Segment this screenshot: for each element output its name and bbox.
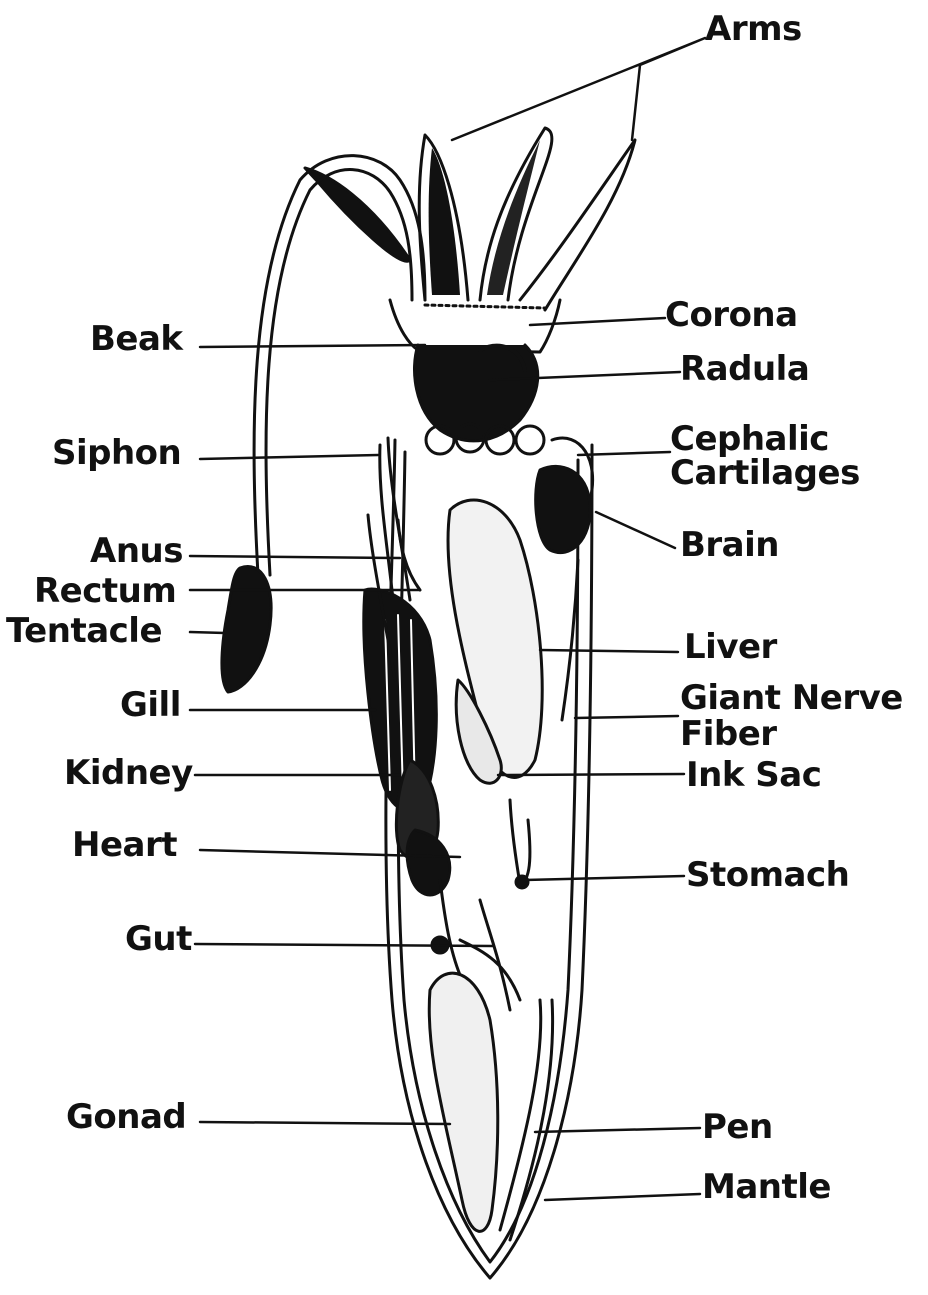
- label-kidney: Kidney: [64, 756, 193, 790]
- pen-2: [510, 1000, 553, 1240]
- leader-arms: [452, 38, 705, 140]
- label-arms: Arms: [705, 12, 802, 46]
- stomach-node: [516, 876, 528, 888]
- leader-corona: [530, 318, 665, 325]
- leader-siphon: [200, 455, 378, 459]
- leader-beak: [200, 345, 425, 347]
- label-cephalic-cartilages: Cephalic Cartilages: [670, 422, 860, 490]
- label-gonad: Gonad: [66, 1100, 186, 1134]
- label-heart: Heart: [72, 828, 177, 862]
- pen: [500, 1000, 541, 1230]
- leader-mantle: [545, 1194, 700, 1200]
- label-beak: Beak: [90, 322, 183, 356]
- label-anus: Anus: [90, 534, 183, 568]
- leader-brain: [596, 512, 675, 548]
- corona-band: [425, 305, 545, 308]
- label-giant-nerve-fiber: Giant Nerve Fiber: [680, 680, 903, 752]
- leader-ink-sac: [498, 774, 684, 775]
- label-siphon: Siphon: [52, 436, 181, 470]
- arm-right: [520, 140, 635, 310]
- label-tentacle: Tentacle: [6, 614, 162, 648]
- label-gut: Gut: [125, 922, 192, 956]
- leader-anus: [190, 556, 400, 558]
- heart: [407, 830, 450, 895]
- label-brain: Brain: [680, 528, 779, 562]
- brain-mass: [536, 466, 590, 552]
- label-liver: Liver: [684, 630, 777, 664]
- label-cephalic-line1: Cephalic: [670, 422, 860, 456]
- stomach: [510, 800, 530, 885]
- label-pen: Pen: [702, 1110, 773, 1144]
- label-cephalic-line2: Cartilages: [670, 456, 860, 490]
- label-mantle: Mantle: [702, 1170, 831, 1204]
- tentacle-club: [222, 567, 271, 692]
- leader-stomach: [525, 876, 684, 880]
- arm-far-left: [305, 168, 410, 261]
- cartilage-4: [516, 426, 544, 454]
- label-giant-nerve-line2: Fiber: [680, 716, 903, 752]
- label-corona: Corona: [665, 298, 798, 332]
- label-radula: Radula: [680, 352, 809, 386]
- label-gill: Gill: [120, 688, 181, 722]
- label-rectum: Rectum: [34, 574, 176, 608]
- label-ink-sac: Ink Sac: [686, 758, 821, 792]
- leader-liver: [540, 650, 678, 652]
- label-stomach: Stomach: [686, 858, 849, 892]
- tentacle-stalk: [254, 156, 425, 575]
- tentacle-stalk-inner: [266, 170, 412, 575]
- leader-tentacle: [190, 632, 225, 633]
- label-giant-nerve-line1: Giant Nerve: [680, 680, 903, 716]
